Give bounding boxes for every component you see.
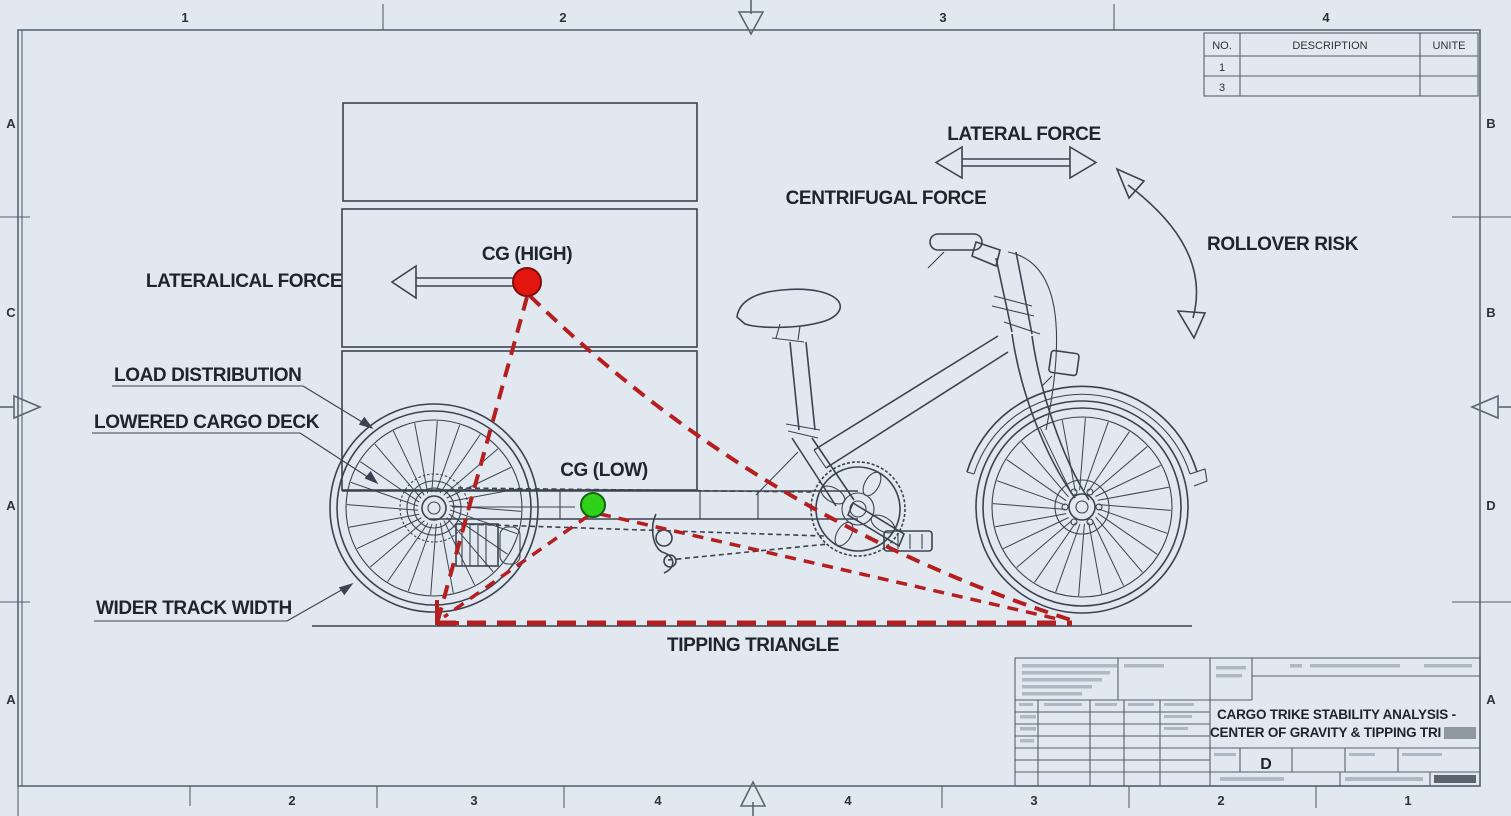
headlight <box>1041 349 1080 387</box>
head-tube-fork <box>991 251 1090 501</box>
tipping-triangle-dashes <box>435 294 1072 626</box>
chain <box>457 487 829 561</box>
label-rollover-risk: ROLLOVER RISK <box>1207 234 1359 255</box>
label-wider-track-width: WIDER TRACK WIDTH <box>96 598 292 619</box>
zone-label: 4 <box>1322 10 1330 25</box>
brake-cable <box>1007 251 1058 431</box>
pedal <box>883 530 933 552</box>
front-fender <box>966 385 1208 487</box>
label-cg-low: CG (LOW) <box>560 460 648 481</box>
zone-label: D <box>1486 498 1495 513</box>
cargo-boxes <box>341 102 698 491</box>
drivetrain <box>457 461 933 574</box>
zone-ruler-left: A C A A <box>6 116 16 707</box>
drawing-title-line1: CARGO TRIKE STABILITY ANALYSIS - <box>1217 707 1456 722</box>
label-load-distribution: LOAD DISTRIBUTION <box>114 365 301 386</box>
rollover-risk-arrow-icon <box>1115 167 1207 340</box>
chassis-deck <box>342 451 858 520</box>
drawing-title-line2: CENTER OF GRAVITY & TIPPING TRI <box>1210 725 1441 740</box>
zone-label: B <box>1486 305 1495 320</box>
illegible-text-bars <box>1019 664 1476 783</box>
parts-table-row-number: 1 <box>1219 62 1225 74</box>
registration-arrow-right-icon <box>1469 394 1511 420</box>
crank-arm <box>846 501 906 548</box>
zone-label: 2 <box>288 793 295 808</box>
parts-table: NO. DESCRIPTION UNITE 1 3 <box>1203 32 1479 97</box>
label-tipping-triangle: TIPPING TRIANGLE <box>667 635 839 656</box>
label-cg-high: CG (HIGH) <box>482 244 572 265</box>
bike-frame <box>736 233 1090 507</box>
cg-low-marker <box>580 492 606 518</box>
sheet-border <box>0 4 1511 816</box>
parts-table-header-unit: UNITE <box>1433 40 1466 52</box>
zone-label: 2 <box>559 10 566 25</box>
parts-table-row-number: 3 <box>1219 82 1225 94</box>
zone-ruler-bottom: 2 3 4 4 3 2 1 <box>288 793 1411 808</box>
parts-table-header-description: DESCRIPTION <box>1292 40 1367 52</box>
label-lowered-cargo-deck: LOWERED CARGO DECK <box>94 412 320 433</box>
front-wheel <box>329 403 539 613</box>
zone-label: 3 <box>1030 793 1037 808</box>
zone-label: 2 <box>1217 793 1224 808</box>
zone-label: A <box>1486 692 1496 707</box>
zone-label: C <box>6 305 16 320</box>
zone-ruler-right: B B D A <box>1486 116 1496 707</box>
cg-high-marker <box>512 267 542 297</box>
parts-table-header-no: NO. <box>1212 40 1232 52</box>
label-lateral-side-force: LATERALICAL FORCE <box>146 271 342 292</box>
lateral-force-arrow-icon <box>934 145 1098 180</box>
rear-wheel <box>966 385 1208 614</box>
zone-label: A <box>6 692 16 707</box>
registration-arrow-top-icon <box>737 0 765 36</box>
zone-label: 4 <box>844 793 852 808</box>
zone-label: 3 <box>470 793 477 808</box>
zone-label: 3 <box>939 10 946 25</box>
saddle <box>736 288 841 343</box>
handlebar <box>927 233 1058 431</box>
title-block: CARGO TRIKE STABILITY ANALYSIS - CENTER … <box>1014 657 1481 787</box>
title-smudge <box>1444 727 1476 739</box>
registration-arrow-bottom-icon <box>739 780 767 816</box>
zone-label: 1 <box>181 10 188 25</box>
label-lateral-force: LATERAL FORCE <box>947 124 1100 145</box>
zone-label: B <box>1486 116 1495 131</box>
hub-motor <box>455 523 521 567</box>
cg-high-force-arrow-icon <box>390 264 513 300</box>
callout-labels: LATERAL FORCE CENTRIFUGAL FORCE ROLLOVER… <box>94 124 1359 656</box>
leader-lines <box>92 385 379 622</box>
registration-arrow-left-icon <box>0 394 43 420</box>
zone-label: 4 <box>654 793 662 808</box>
zone-label: A <box>6 116 16 131</box>
zone-label: 1 <box>1404 793 1411 808</box>
sheet-size-letter: D <box>1260 756 1272 773</box>
zone-ruler-top: 1 2 3 4 <box>181 10 1330 25</box>
chain-tensioner <box>651 513 677 574</box>
label-centrifugal-force: CENTRIFUGAL FORCE <box>786 188 987 209</box>
zone-label: A <box>6 498 16 513</box>
